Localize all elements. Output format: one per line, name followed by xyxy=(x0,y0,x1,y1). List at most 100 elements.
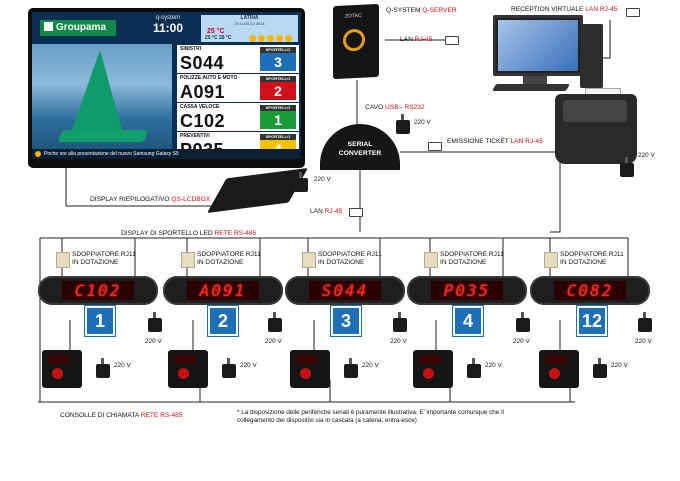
power-adapter-icon xyxy=(148,312,162,332)
power-ring-icon xyxy=(343,28,365,52)
power-adapter-icon xyxy=(620,157,634,177)
desk-number-badge: 3 xyxy=(331,306,361,336)
sportello-label: SPORTELLO xyxy=(260,76,296,82)
console-label: CONSOLLE DI CHIAMATA RETE RS-485 xyxy=(60,412,183,419)
desk-number-badge: 2 xyxy=(208,306,238,336)
weather-temp: 25 °C xyxy=(207,28,225,35)
sportello-number: 2 xyxy=(260,82,296,100)
desk-number-badge: 1 xyxy=(85,306,115,336)
power-label: 220 V xyxy=(638,152,655,159)
weather-range: 20 °C 28 °C xyxy=(205,35,232,41)
power-label: 220 V xyxy=(240,362,257,369)
display-riepilogativo-label: DISPLAY RIEPILOGATIVO QS-LCDBOX xyxy=(90,196,211,203)
led-code: C102 xyxy=(74,281,122,300)
system-brand: q-system xyxy=(155,15,181,21)
power-label: 220 V xyxy=(362,362,379,369)
power-label: 220 V xyxy=(485,362,502,369)
q-server-unit: ZOTAC xyxy=(333,3,379,80)
power-adapter-icon xyxy=(268,312,282,332)
queue-label: POLIZZE AUTO E MOTO xyxy=(180,75,238,81)
led-display: C082 xyxy=(530,276,650,305)
sun-icon xyxy=(276,35,283,42)
power-label: 220 V xyxy=(114,362,131,369)
serial-label-1: SERIAL xyxy=(347,141,373,148)
emissione-label: EMISSIONE TICKET LAN RJ-45 xyxy=(447,138,543,145)
power-adapter-icon xyxy=(344,358,358,378)
led-code: A091 xyxy=(199,281,247,300)
power-label: 220 V xyxy=(145,338,162,345)
display-sportello-label: DISPLAY DI SPORTELLO LED RETE RS-485 xyxy=(121,230,257,237)
lan-plug-icon xyxy=(428,142,442,151)
sportello-number: 1 xyxy=(260,111,296,129)
queue-code: C102 xyxy=(180,111,226,131)
reception-label: RECEPTION VIRTUALE LAN RJ-45 xyxy=(511,6,618,13)
call-button-icon xyxy=(178,368,189,379)
power-label: 220 V xyxy=(611,362,628,369)
lan-plug-icon xyxy=(445,36,459,45)
sportello-label: SPORTELLO xyxy=(260,47,296,53)
rj11-splitter-icon xyxy=(181,252,195,268)
queue-label: SINISTRI xyxy=(180,46,202,52)
power-adapter-icon xyxy=(96,358,110,378)
lan-plug-icon xyxy=(349,208,363,217)
sun-icon xyxy=(258,35,265,42)
sun-icon xyxy=(267,35,274,42)
power-label: 220 V xyxy=(513,338,530,345)
power-adapter-icon xyxy=(294,172,308,192)
rj11-splitter-icon xyxy=(424,252,438,268)
lan-plug-icon xyxy=(626,8,640,17)
power-label: 220 V xyxy=(265,338,282,345)
power-adapter-icon xyxy=(396,114,410,134)
monitor-icon xyxy=(493,15,583,76)
lan-label-lcdbox: LAN RJ-45 xyxy=(310,208,343,215)
led-display: P035 xyxy=(407,276,527,305)
rj11-splitter-icon xyxy=(544,252,558,268)
led-display: A091 xyxy=(163,276,283,305)
sun-icon xyxy=(249,35,256,42)
call-button-icon xyxy=(300,368,311,379)
led-display: C102 xyxy=(38,276,158,305)
power-label: 220 V xyxy=(414,119,431,126)
pc-tower-icon xyxy=(580,24,603,88)
power-adapter-icon xyxy=(516,312,530,332)
ticket-printer xyxy=(555,94,637,164)
weather-date: 25 LUGLIO 2014 xyxy=(234,21,265,26)
weather-city: LATINA xyxy=(240,15,259,21)
monitor-stand xyxy=(523,76,547,84)
lan-label-server: LAN RJ-45 xyxy=(400,36,433,43)
led-code: P035 xyxy=(443,281,491,300)
power-adapter-icon xyxy=(593,358,607,378)
serial-label-2: CONVERTER xyxy=(338,150,382,157)
hull-shape xyxy=(57,130,149,142)
call-console xyxy=(539,350,579,388)
q-system-label: Q-SYSTEM Q-SERVER xyxy=(386,7,457,14)
call-console xyxy=(413,350,453,388)
sun-icon xyxy=(285,35,292,42)
call-console xyxy=(168,350,208,388)
tv-clock: q-system 11:00 xyxy=(148,15,188,35)
call-console xyxy=(290,350,330,388)
news-ticker: Poche ore alla presentazione del nuovo S… xyxy=(32,149,301,159)
sportello-label: SPORTELLO xyxy=(260,105,296,111)
desk-number-badge: 4 xyxy=(453,306,483,336)
sun-icons xyxy=(249,29,294,47)
logo-text: Groupama xyxy=(56,22,107,33)
sail-shape xyxy=(72,50,122,130)
rj11-splitter-icon xyxy=(302,252,316,268)
power-adapter-icon xyxy=(467,358,481,378)
sportello-label: SPORTELLO xyxy=(260,134,296,140)
queue-label: CASSA VELOCE xyxy=(180,104,220,110)
led-display: S044 xyxy=(285,276,405,305)
server-brand: ZOTAC xyxy=(345,12,362,20)
power-label: 220 V xyxy=(390,338,407,345)
power-adapter-icon xyxy=(638,312,652,332)
queue-label: PREVENTIVI xyxy=(180,133,210,139)
